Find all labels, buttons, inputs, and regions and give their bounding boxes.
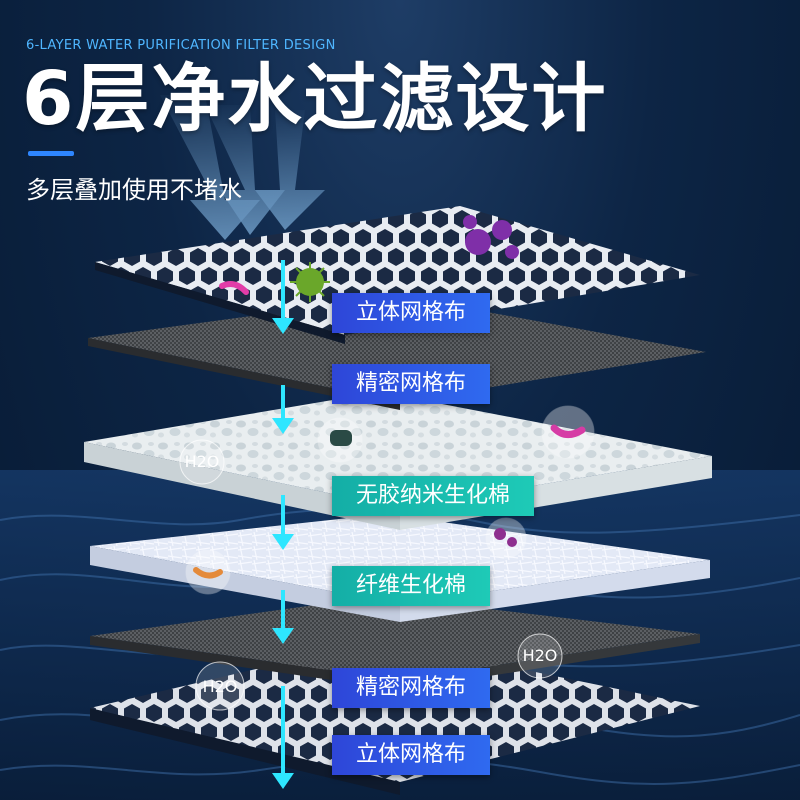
title-accent-bar — [28, 151, 74, 156]
h2o-badges: H2O H2O H2O — [179, 439, 563, 711]
layer-1-label: 立体网格布 — [332, 293, 491, 333]
page-title: 6层净水过滤设计 — [22, 56, 608, 142]
h2o-badge-text: H2O — [523, 646, 558, 665]
layer-2-label: 精密网格布 — [332, 364, 491, 404]
microbe-icons — [185, 215, 595, 595]
layer-5-label: 精密网格布 — [332, 668, 491, 708]
page-subtitle: 多层叠加使用不堵水 — [26, 176, 242, 204]
flow-arrows — [272, 260, 294, 789]
eyebrow-text: 6-LAYER WATER PURIFICATION FILTER DESIGN — [26, 38, 336, 53]
layer-3-label: 无胶纳米生化棉 — [332, 476, 535, 516]
layer-6-label: 立体网格布 — [332, 735, 491, 775]
h2o-badge-text: H2O — [185, 452, 220, 471]
water-inflow-arrows — [160, 95, 325, 240]
layer-4-label: 纤维生化棉 — [332, 566, 491, 606]
h2o-badge-text: H2O — [203, 677, 238, 696]
